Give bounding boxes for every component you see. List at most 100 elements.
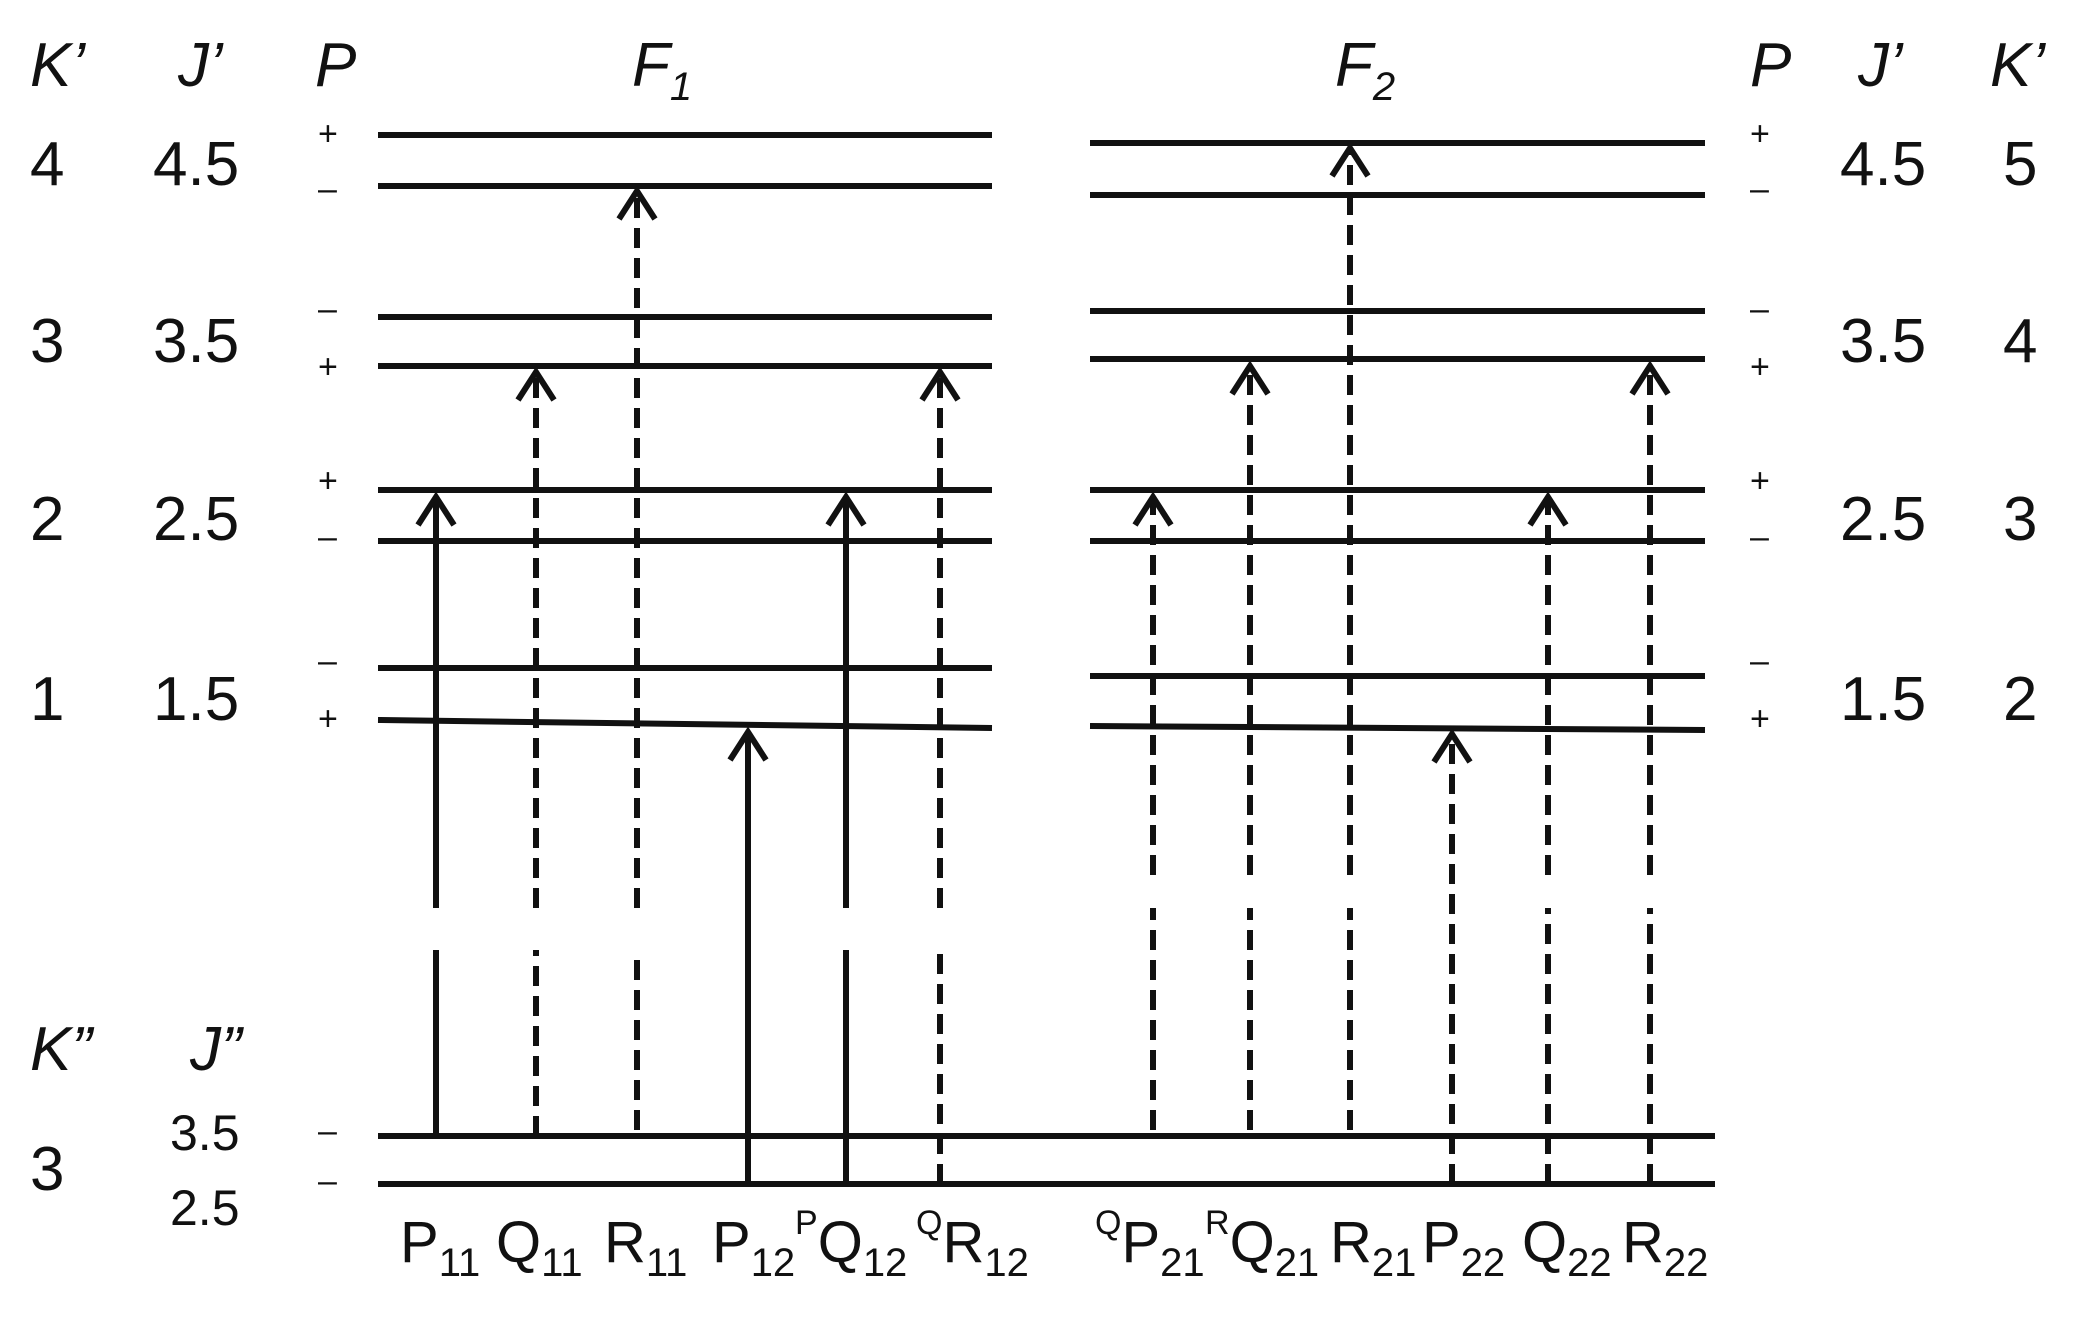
k-label: 5 — [2003, 130, 2037, 199]
transition-labels: P11 Q11 R11 P12 PQ12 QR12 QP21 RQ21 R21 … — [400, 1204, 1708, 1285]
transition-label-p22: P22 — [1422, 1210, 1505, 1285]
energy-level — [377, 717, 993, 731]
label-pre: R — [1205, 1204, 1230, 1242]
right-level-labels: + – 4.5 5 – + 3.5 4 + – 2.5 3 – + 1.5 2 — [1750, 115, 2037, 738]
label-base: P — [400, 1210, 439, 1275]
label-sub: 22 — [1461, 1241, 1506, 1285]
left-level-labels: 4 4.5 + – 3 3.5 – + 2 2.5 + – 1 1.5 – + — [30, 115, 338, 738]
transition-label-qp21: QP21 — [1095, 1204, 1205, 1285]
label-sub: 22 — [1664, 1241, 1709, 1285]
transition-arrow-p11 — [415, 491, 457, 1136]
label-base: R — [1330, 1210, 1372, 1275]
arrow-head — [919, 366, 961, 402]
transition-arrows — [415, 142, 1671, 1184]
header-f2: F2 — [1335, 31, 1395, 109]
lower-level-labels: 3 3.5 2.5 – – — [30, 1105, 337, 1236]
label-sub: 12 — [863, 1241, 908, 1285]
label-base: P — [1121, 1210, 1160, 1275]
header-f1: F1 — [632, 31, 692, 109]
header-parity-right: P — [1750, 31, 1791, 100]
lower-levels — [378, 1133, 1715, 1187]
arrow-head — [515, 366, 557, 402]
header-f2-sub: 2 — [1372, 65, 1395, 109]
transition-label-r11: R11 — [604, 1210, 687, 1285]
transition-arrow-r22 — [1629, 360, 1671, 1184]
arrow-head — [616, 185, 658, 221]
parity-label: + — [1750, 462, 1770, 500]
k-label: 3 — [2003, 485, 2037, 554]
label-base: R — [942, 1210, 984, 1275]
header-j-upper-left: J’ — [177, 31, 224, 100]
transition-arrow-q22 — [1527, 491, 1569, 1184]
header-j-lower: J” — [189, 1015, 244, 1084]
j-label: 3.5 — [1840, 307, 1926, 376]
k-lower-label: 3 — [30, 1135, 64, 1204]
k-label: 2 — [30, 485, 64, 554]
parity-label: + — [1750, 348, 1770, 386]
label-base: R — [1622, 1210, 1664, 1275]
label-pre: Q — [1095, 1204, 1121, 1242]
label-sub: 21 — [1275, 1241, 1320, 1285]
parity-label: – — [318, 1162, 337, 1200]
label-base: Q — [496, 1210, 541, 1275]
parity-label: – — [318, 1112, 337, 1150]
arrow-head — [1527, 491, 1569, 527]
transition-arrow-r11 — [616, 185, 658, 1130]
label-sub: 11 — [439, 1241, 481, 1285]
parity-label: – — [318, 290, 337, 328]
label-base: Q — [1522, 1210, 1567, 1275]
transition-label-p11: P11 — [400, 1210, 480, 1285]
transition-arrow-p22 — [1431, 728, 1473, 1184]
transition-label-qr12: QR12 — [916, 1204, 1029, 1285]
label-pre: Q — [916, 1204, 942, 1242]
header-k-upper-left: K’ — [30, 31, 86, 100]
transition-arrow-qp21 — [1132, 491, 1174, 1130]
j-label: 1.5 — [153, 665, 239, 734]
label-sub: 11 — [646, 1241, 688, 1285]
parity-label: + — [1750, 700, 1770, 738]
label-sub: 21 — [1372, 1241, 1417, 1285]
transition-arrow-rq21 — [1229, 360, 1271, 1130]
parity-label: + — [318, 462, 338, 500]
f2-levels — [1089, 140, 1706, 733]
arrow-head — [825, 491, 867, 527]
transition-label-q22: Q22 — [1522, 1210, 1612, 1285]
header-k-upper-right: K’ — [1990, 31, 2046, 100]
label-sub: 22 — [1567, 1241, 1612, 1285]
parity-label: + — [318, 348, 338, 386]
header-f1-base: F — [632, 31, 673, 100]
label-base: R — [604, 1210, 646, 1275]
j-label: 3.5 — [153, 307, 239, 376]
arrow-head — [1329, 142, 1371, 178]
transition-label-pq12: PQ12 — [795, 1204, 907, 1285]
parity-label: + — [318, 700, 338, 738]
parity-label: + — [318, 115, 338, 153]
parity-label: – — [1750, 290, 1769, 328]
j-label: 2.5 — [153, 485, 239, 554]
label-base: P — [712, 1210, 751, 1275]
header-f2-base: F — [1335, 31, 1376, 100]
arrow-head — [415, 491, 457, 527]
k-label: 4 — [30, 130, 64, 199]
f1-levels — [377, 132, 993, 731]
transition-arrow-r21 — [1329, 142, 1371, 1130]
arrow-head — [1132, 491, 1174, 527]
parity-label: – — [1750, 170, 1769, 208]
transition-label-r22: R22 — [1622, 1210, 1708, 1285]
transition-arrow-qr12 — [919, 366, 961, 1184]
parity-label: – — [318, 518, 337, 556]
parity-label: – — [1750, 642, 1769, 680]
header-k-lower: K” — [30, 1015, 94, 1084]
parity-label: – — [318, 170, 337, 208]
arrow-head — [727, 726, 769, 762]
arrow-head — [1629, 360, 1671, 396]
energy-level — [1089, 723, 1706, 733]
j-label: 1.5 — [1840, 665, 1926, 734]
arrow-head — [1431, 728, 1473, 764]
transition-label-p12: P12 — [712, 1210, 795, 1285]
label-sub: 12 — [984, 1241, 1029, 1285]
k-label: 3 — [30, 307, 64, 376]
label-base: P — [1422, 1210, 1461, 1275]
k-label: 2 — [2003, 665, 2037, 734]
j-label: 2.5 — [1840, 485, 1926, 554]
